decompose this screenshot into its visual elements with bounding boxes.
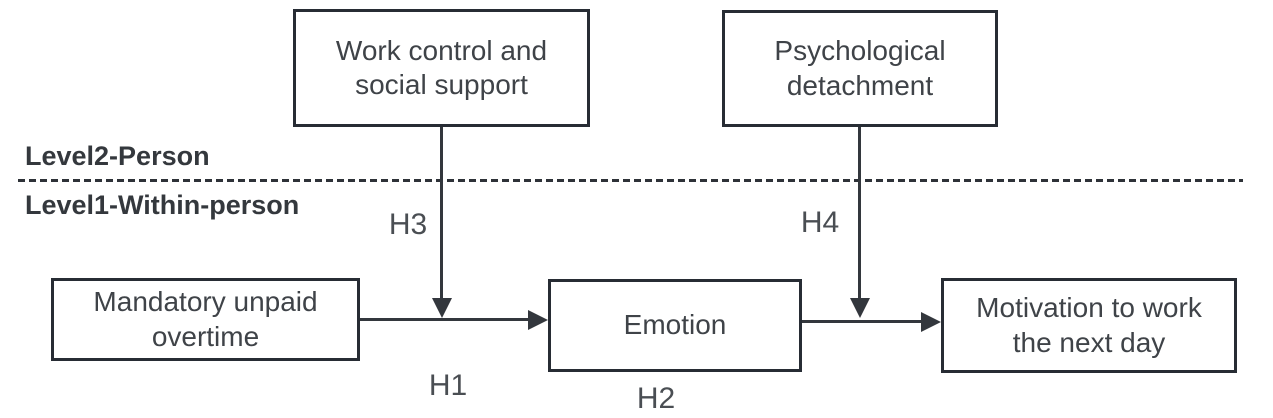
h4-arrowhead-icon (850, 298, 870, 318)
level-divider-dashed-line (18, 179, 1243, 182)
h4-arrow-line (858, 127, 861, 299)
box-emotion-label: Emotion (623, 309, 727, 341)
box-emotion: Emotion (548, 279, 802, 372)
h3-arrowhead-icon (432, 298, 452, 318)
box-work-control-label: Work control and social support (335, 34, 548, 100)
h1-arrowhead-icon (528, 310, 548, 330)
box-motivation-next-day-label: Motivation to work the next day (976, 292, 1202, 358)
h2-arrow-line (802, 320, 922, 323)
box-work-control-social-support: Work control and social support (293, 9, 590, 127)
h1-label: H1 (428, 369, 468, 402)
box-mandatory-unpaid-overtime: Mandatory unpaid overtime (51, 278, 360, 361)
h2-label: H2 (636, 382, 676, 415)
h4-label: H4 (800, 206, 840, 239)
box-psychological-detachment-label: Psychological detachment (774, 35, 946, 101)
h3-label: H3 (388, 208, 428, 241)
h1-arrow-line (360, 318, 530, 321)
level2-person-label: Level2-Person (25, 141, 210, 171)
box-mandatory-unpaid-overtime-label: Mandatory unpaid overtime (93, 286, 318, 352)
level1-within-person-label: Level1-Within-person (25, 190, 300, 220)
box-motivation-next-day: Motivation to work the next day (941, 278, 1237, 373)
h2-arrowhead-icon (921, 312, 941, 332)
box-psychological-detachment: Psychological detachment (722, 10, 998, 127)
h3-arrow-line (440, 127, 443, 299)
